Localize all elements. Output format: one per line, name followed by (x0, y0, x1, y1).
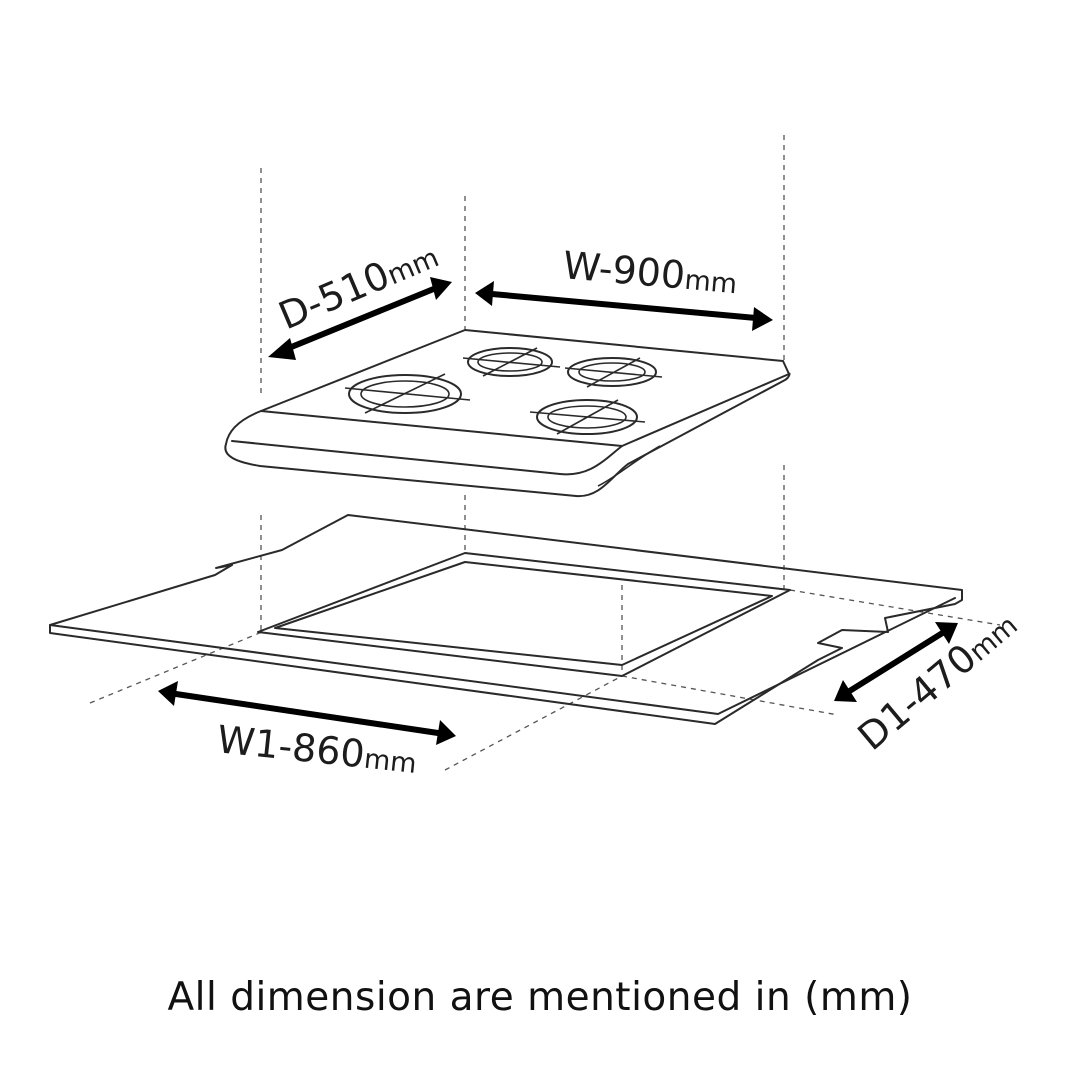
burner-front-left (344, 373, 471, 414)
burner-front-right (529, 399, 646, 435)
burner-back-right (564, 357, 663, 388)
cutout-width-arrow (158, 681, 456, 745)
width-arrow (475, 281, 773, 331)
cooktop-front-edge (231, 440, 623, 476)
countertop-outline (49, 514, 963, 725)
burners (344, 347, 663, 435)
cutout-depth-arrow (834, 622, 958, 702)
countertop (49, 514, 963, 725)
cutout-width-label: W1-860mm (215, 717, 419, 782)
cutout-outer (257, 552, 791, 677)
countertop-front-thickness (49, 597, 956, 715)
cooktop-top-surface (260, 329, 790, 447)
cooktop-body (224, 372, 791, 498)
units-caption: All dimension are mentioned in (mm) (167, 975, 913, 1020)
depth-arrow (268, 277, 452, 360)
width-label: W-900mm (561, 243, 739, 302)
guide-lines (89, 135, 1001, 771)
dimension-arrows (158, 277, 958, 745)
cutout-inner (274, 561, 773, 666)
cooktop (224, 329, 791, 498)
burner-back-left (462, 347, 561, 377)
